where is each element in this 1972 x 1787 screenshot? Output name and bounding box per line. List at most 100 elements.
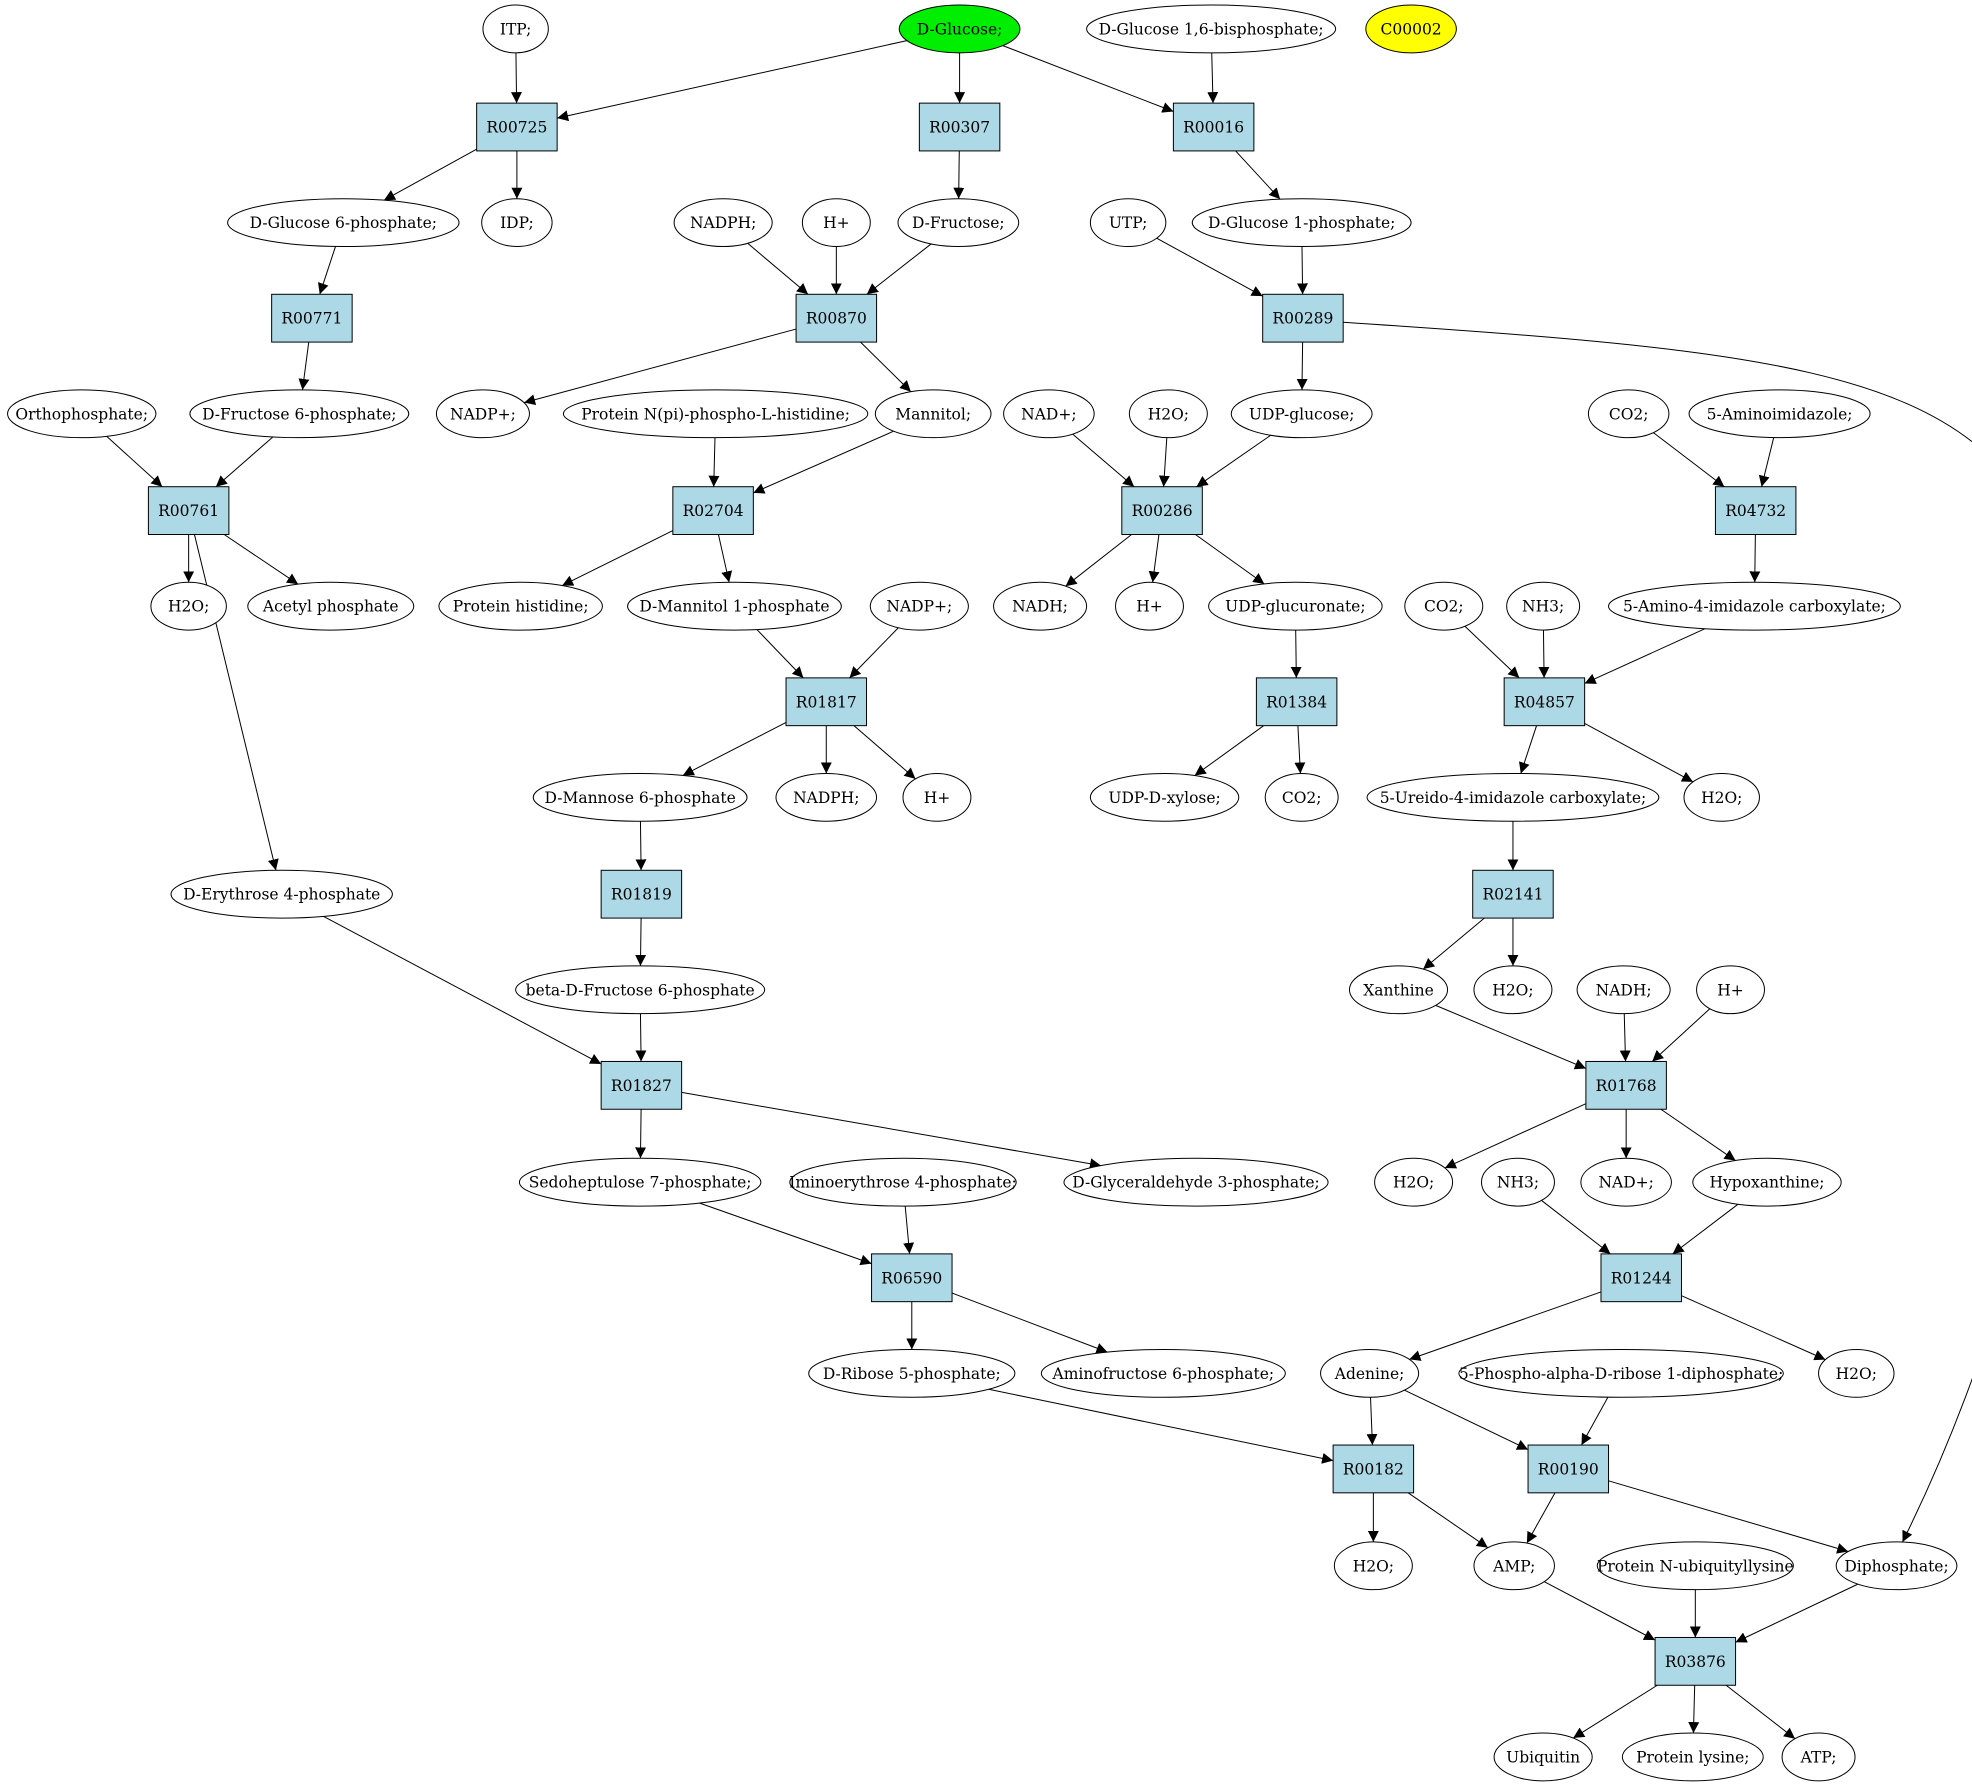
edge-amp-to-r03876 — [1544, 1581, 1656, 1641]
reaction-node-r00870[interactable]: R00870 — [795, 293, 878, 343]
compound-node-aimid[interactable]: 5-Aminoimidazole; — [1688, 389, 1871, 439]
compound-node-nadh2[interactable]: NADH; — [1576, 965, 1671, 1015]
compound-node-plys[interactable]: Protein lysine; — [1621, 1732, 1764, 1782]
reaction-node-r01819[interactable]: R01819 — [600, 869, 683, 919]
compound-node-s7p[interactable]: Sedoheptulose 7-phosphate; — [518, 1157, 762, 1207]
compound-node-c00002[interactable]: C00002 — [1365, 4, 1457, 54]
compound-node-co2a[interactable]: CO2; — [1587, 389, 1670, 439]
compound-node-ie4p[interactable]: Iminoerythrose 4-phosphate; — [789, 1157, 1017, 1207]
compound-node-g1p[interactable]: D-Glucose 1-phosphate; — [1191, 198, 1412, 248]
compound-node-utp[interactable]: UTP; — [1089, 198, 1167, 248]
compound-node-phis[interactable]: Protein histidine; — [438, 581, 603, 631]
reaction-box — [600, 869, 683, 919]
node-label: Protein N(pi)-phospho-L-histidine; — [581, 405, 850, 423]
node-label: D-Glucose 6-phosphate; — [250, 214, 437, 232]
reaction-node-r01817[interactable]: R01817 — [785, 677, 868, 727]
compound-node-e4p[interactable]: D-Erythrose 4-phosphate — [170, 869, 393, 919]
compound-node-aica[interactable]: 5-Amino-4-imidazole carboxylate; — [1608, 581, 1901, 631]
edge-hyp-to-r01244 — [1672, 1203, 1739, 1255]
compound-node-m1p[interactable]: D-Mannitol 1-phosphate — [627, 581, 842, 631]
compound-node-mannitol[interactable]: Mannitol; — [874, 389, 992, 439]
compound-node-h2o1[interactable]: H2O; — [1128, 389, 1208, 439]
edge-r00761-to-acp — [223, 534, 299, 585]
compound-node-nh3a[interactable]: NH3; — [1506, 581, 1581, 631]
reaction-node-r01827[interactable]: R01827 — [600, 1060, 683, 1110]
compound-node-h2o3[interactable]: H2O; — [1683, 772, 1760, 822]
compound-node-udpgca[interactable]: UDP-glucuronate; — [1208, 581, 1383, 631]
reaction-node-r00016[interactable]: R00016 — [1172, 102, 1255, 152]
compound-node-pnph[interactable]: Protein N(pi)-phospho-L-histidine; — [562, 389, 869, 439]
reaction-node-r00182[interactable]: R00182 — [1332, 1444, 1415, 1494]
compound-node-dip[interactable]: Diphosphate; — [1835, 1541, 1958, 1591]
compound-node-xan[interactable]: Xanthine — [1348, 965, 1449, 1015]
compound-node-atp[interactable]: ATP; — [1781, 1732, 1856, 1782]
compound-node-hyp[interactable]: Hypoxanthine; — [1692, 1157, 1842, 1207]
compound-node-prpp[interactable]: 5-Phospho-alpha-D-ribose 1-diphosphate; — [1458, 1348, 1784, 1398]
compound-node-h2o7[interactable]: H2O; — [1333, 1541, 1413, 1591]
reaction-node-r01384[interactable]: R01384 — [1255, 677, 1338, 727]
compound-node-f6p[interactable]: D-Fructose 6-phosphate; — [189, 389, 410, 439]
compound-node-h2o5[interactable]: H2O; — [1374, 1157, 1454, 1207]
reaction-node-r00289[interactable]: R00289 — [1262, 293, 1344, 343]
compound-node-hp1[interactable]: H+ — [801, 198, 871, 248]
reaction-node-r03876[interactable]: R03876 — [1654, 1636, 1737, 1686]
reaction-node-r00286[interactable]: R00286 — [1121, 486, 1203, 536]
node-label: Orthophosphate; — [15, 405, 148, 423]
compound-node-nadp1[interactable]: NADP+; — [435, 389, 530, 439]
compound-node-fru[interactable]: D-Fructose; — [897, 198, 1020, 248]
compound-ellipse — [808, 1348, 1016, 1398]
compound-ellipse — [1040, 1348, 1286, 1398]
node-label: 5-Ureido-4-imidazole carboxylate; — [1380, 789, 1647, 807]
compound-node-man6p[interactable]: D-Mannose 6-phosphate — [532, 772, 748, 822]
edge-man6p-to-r01819 — [635, 821, 647, 871]
compound-node-nad2[interactable]: NAD+; — [1580, 1157, 1672, 1207]
compound-node-ubq[interactable]: Ubiquitin — [1493, 1732, 1593, 1782]
compound-node-idp[interactable]: IDP; — [481, 198, 553, 248]
compound-node-nadp2[interactable]: NADP+; — [869, 581, 969, 631]
node-label: R03876 — [1665, 1653, 1726, 1671]
compound-node-itp[interactable]: ITP; — [482, 4, 549, 54]
reaction-node-r00190[interactable]: R00190 — [1527, 1444, 1610, 1494]
compound-node-nad1[interactable]: NAD+; — [1003, 389, 1095, 439]
compound-node-g16bp[interactable]: D-Glucose 1,6-bisphosphate; — [1086, 4, 1337, 54]
compound-ellipse — [1230, 389, 1373, 439]
compound-node-udpxyl[interactable]: UDP-D-xylose; — [1089, 772, 1240, 822]
compound-node-bf6p[interactable]: beta-D-Fructose 6-phosphate — [515, 965, 766, 1015]
node-label: Adenine; — [1334, 1365, 1405, 1383]
compound-node-pnubl[interactable]: Protein N-ubiquityllysine — [1596, 1541, 1794, 1591]
compound-node-h2o2[interactable]: H2O; — [150, 581, 227, 631]
reaction-node-r00771[interactable]: R00771 — [271, 293, 353, 343]
reaction-node-r04732[interactable]: R04732 — [1714, 486, 1797, 536]
compound-node-ade[interactable]: Adenine; — [1320, 1348, 1420, 1398]
compound-node-co2b[interactable]: CO2; — [1404, 581, 1484, 631]
compound-node-h2o4[interactable]: H2O; — [1473, 965, 1553, 1015]
compound-node-hp2[interactable]: H+ — [1115, 581, 1184, 631]
reaction-node-r02704[interactable]: R02704 — [672, 486, 754, 536]
compound-node-co2c[interactable]: CO2; — [1264, 772, 1339, 822]
compound-node-nh3b[interactable]: NH3; — [1481, 1157, 1555, 1207]
compound-node-nadph2[interactable]: NADPH; — [775, 772, 878, 822]
compound-node-acp[interactable]: Acetyl phosphate — [247, 581, 415, 631]
reaction-node-r06590[interactable]: R06590 — [871, 1253, 953, 1303]
reaction-node-r00761[interactable]: R00761 — [147, 486, 230, 536]
compound-node-g6p[interactable]: D-Glucose 6-phosphate; — [227, 198, 460, 248]
reaction-node-r01768[interactable]: R01768 — [1585, 1060, 1667, 1110]
reaction-node-r02141[interactable]: R02141 — [1472, 869, 1554, 919]
reaction-node-r04857[interactable]: R04857 — [1503, 677, 1586, 727]
compound-node-glc[interactable]: D-Glucose; — [898, 4, 1021, 54]
compound-node-amp[interactable]: AMP; — [1473, 1541, 1555, 1591]
compound-node-gap[interactable]: D-Glyceraldehyde 3-phosphate; — [1063, 1157, 1329, 1207]
compound-node-h2o6[interactable]: H2O; — [1818, 1348, 1895, 1398]
compound-node-r5p[interactable]: D-Ribose 5-phosphate; — [808, 1348, 1016, 1398]
reaction-node-r00307[interactable]: R00307 — [918, 102, 1001, 152]
compound-node-af6p[interactable]: Aminofructose 6-phosphate; — [1040, 1348, 1286, 1398]
reaction-node-r00725[interactable]: R00725 — [476, 102, 558, 152]
compound-node-ortho[interactable]: Orthophosphate; — [7, 389, 157, 439]
compound-node-hp4[interactable]: H+ — [1696, 965, 1765, 1015]
compound-node-nadh1[interactable]: NADH; — [993, 581, 1088, 631]
reaction-node-r01244[interactable]: R01244 — [1600, 1253, 1682, 1303]
compound-node-hp3[interactable]: H+ — [902, 772, 972, 822]
compound-node-uica[interactable]: 5-Ureido-4-imidazole carboxylate; — [1366, 772, 1660, 822]
compound-node-nadph1[interactable]: NADPH; — [673, 198, 773, 248]
compound-node-udpglc[interactable]: UDP-glucose; — [1230, 389, 1373, 439]
